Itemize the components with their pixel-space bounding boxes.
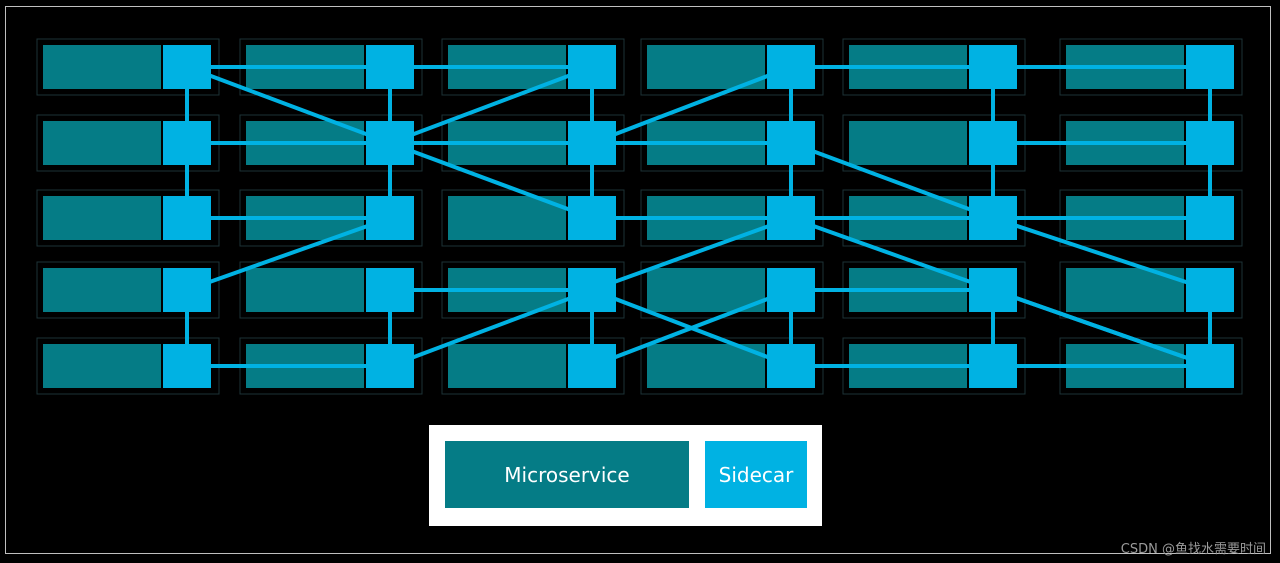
microservice-0-0 <box>43 45 161 89</box>
microservice-0-3 <box>43 268 161 312</box>
sidecar-3-3 <box>767 268 815 312</box>
mesh-link-48 <box>992 288 1211 368</box>
mesh-link-41 <box>992 216 1211 292</box>
service-mesh-diagram <box>36 38 1243 395</box>
links-layer <box>185 65 1212 368</box>
sidecar-3-0 <box>767 45 815 89</box>
mesh-link-36 <box>389 141 593 220</box>
sidecar-2-2 <box>568 196 616 240</box>
microservice-3-0 <box>647 45 765 89</box>
microservice-1-3 <box>246 268 364 312</box>
sidecars-layer <box>163 45 1234 388</box>
sidecar-4-0 <box>969 45 1017 89</box>
sidecar-5-0 <box>1186 45 1234 89</box>
sidecar-4-4 <box>969 344 1017 388</box>
legend-microservice-label: Microservice <box>504 462 630 487</box>
legend-sidecar: Sidecar <box>705 441 807 508</box>
sidecar-5-1 <box>1186 121 1234 165</box>
sidecar-3-1 <box>767 121 815 165</box>
sidecar-2-1 <box>568 121 616 165</box>
sidecar-4-1 <box>969 121 1017 165</box>
sidecar-2-4 <box>568 344 616 388</box>
microservice-0-2 <box>43 196 161 240</box>
sidecar-1-4 <box>366 344 414 388</box>
sidecar-1-2 <box>366 196 414 240</box>
pod-0-3 <box>36 261 220 319</box>
sidecar-5-3 <box>1186 268 1234 312</box>
sidecar-0-1 <box>163 121 211 165</box>
sidecar-3-4 <box>767 344 815 388</box>
mesh-link-40 <box>790 141 994 220</box>
microservice-3-4 <box>647 344 765 388</box>
mesh-link-35 <box>186 65 391 145</box>
sidecar-4-2 <box>969 196 1017 240</box>
pod-5-3 <box>1059 261 1243 319</box>
microservice-0-4 <box>43 344 161 388</box>
sidecar-5-4 <box>1186 344 1234 388</box>
mesh-link-46 <box>389 288 593 368</box>
sidecar-5-2 <box>1186 196 1234 240</box>
diagram-frame <box>5 6 1271 554</box>
microservice-3-3 <box>647 268 765 312</box>
sidecar-0-0 <box>163 45 211 89</box>
sidecar-2-3 <box>568 268 616 312</box>
mesh-link-38 <box>186 216 391 292</box>
microservice-4-1 <box>849 121 967 165</box>
legend-microservice: Microservice <box>445 441 689 508</box>
sidecar-3-2 <box>767 196 815 240</box>
microservice-2-2 <box>448 196 566 240</box>
microservice-2-4 <box>448 344 566 388</box>
mesh-link-37 <box>389 65 593 145</box>
sidecar-0-3 <box>163 268 211 312</box>
mesh-link-43 <box>790 216 994 292</box>
legend: Microservice Sidecar <box>429 425 822 526</box>
microservice-0-1 <box>43 121 161 165</box>
sidecar-0-4 <box>163 344 211 388</box>
pod-2-4 <box>441 337 625 395</box>
sidecar-1-1 <box>366 121 414 165</box>
sidecar-1-3 <box>366 268 414 312</box>
sidecar-2-0 <box>568 45 616 89</box>
sidecar-4-3 <box>969 268 1017 312</box>
sidecar-0-2 <box>163 196 211 240</box>
legend-sidecar-label: Sidecar <box>718 462 794 487</box>
mesh-link-47 <box>591 288 792 368</box>
mesh-link-42 <box>591 216 792 292</box>
mesh-link-39 <box>591 65 792 145</box>
sidecar-1-0 <box>366 45 414 89</box>
watermark: CSDN @鱼找水需要时间 <box>1120 542 1266 557</box>
